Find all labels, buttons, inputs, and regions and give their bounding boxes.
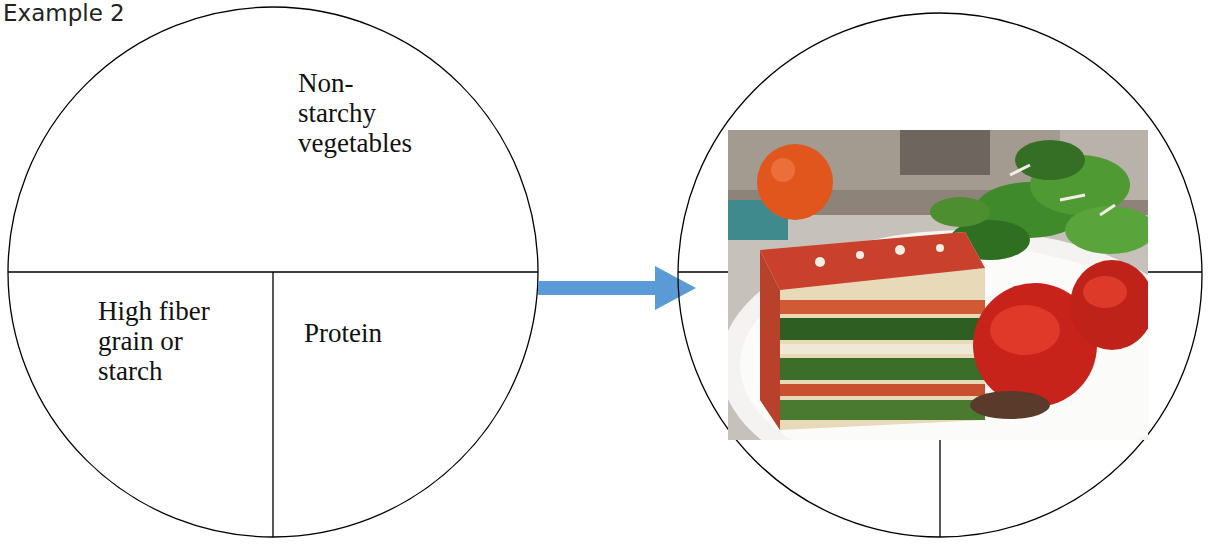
diagram-title: Example 2	[3, 0, 125, 26]
plate-divider	[939, 440, 940, 537]
section-label: Non-starchy vegetables	[298, 68, 428, 159]
section-label: High fiber grain or starch	[98, 296, 243, 387]
plate-section: Protein	[304, 318, 484, 348]
blue-arrow	[538, 266, 696, 310]
plate-divider	[1148, 271, 1202, 272]
plate-divider	[678, 271, 728, 272]
section-label: Protein	[304, 318, 484, 348]
plate-section: Non-starchy vegetables	[298, 68, 428, 159]
plate-section: High fiber grain or starch	[98, 296, 243, 387]
plate-divider	[272, 272, 273, 537]
plate-outline	[678, 13, 1202, 537]
meal-photo	[728, 130, 1148, 440]
plate-outline	[8, 7, 538, 537]
